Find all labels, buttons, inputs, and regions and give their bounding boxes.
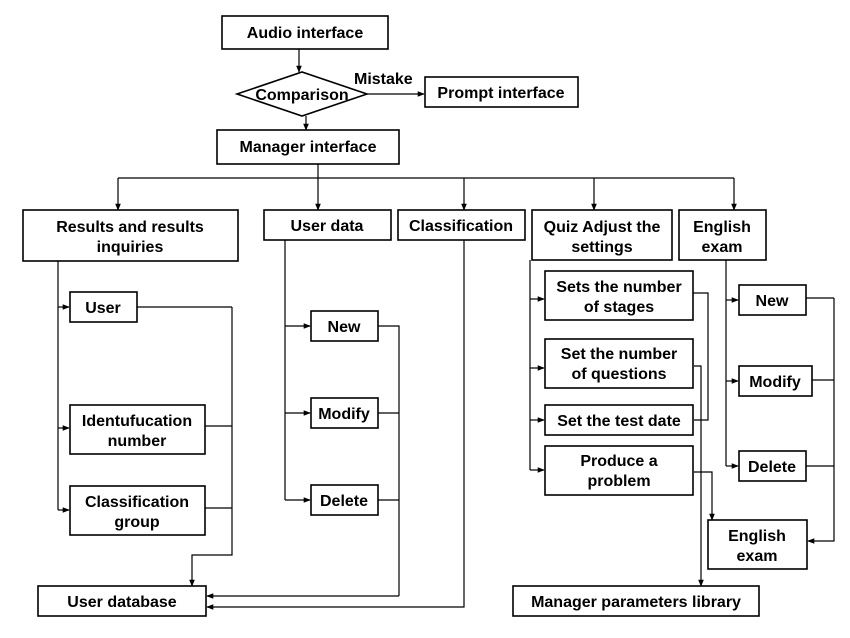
results-inquiries-label-line1: Results and results (56, 219, 204, 236)
english-exam-label-line2: exam (702, 239, 743, 256)
ex-new-box (738, 284, 807, 316)
ud-modify-label: Modify (318, 406, 370, 423)
stages-label-line1: Sets the number (556, 279, 681, 296)
produce-box (544, 445, 694, 496)
questions-label-line2: of questions (571, 366, 666, 383)
classification-box (397, 209, 526, 241)
ex-delete-box (738, 450, 807, 482)
user-data-box (263, 209, 392, 241)
class-group-label-line1: Classification (85, 494, 189, 511)
arrow-classification-to-db (206, 240, 465, 610)
ud-delete-box (310, 484, 379, 516)
nodes: Audio interface Comparison Mistake Promp… (22, 15, 813, 617)
manager-interface-box (216, 129, 400, 165)
comparison-diamond (234, 71, 370, 117)
arrow-produce-to-exam (694, 471, 715, 521)
prompt-interface-box (424, 76, 579, 108)
exam-output-label-line2: exam (737, 548, 778, 565)
mistake-label: Mistake (354, 71, 413, 88)
ex-modify-box (738, 365, 813, 397)
ud-delete-label: Delete (320, 493, 368, 510)
connectors (57, 49, 835, 610)
english-exam-label-line1: English (693, 219, 751, 236)
stages-label-line2: of stages (584, 299, 654, 316)
class-group-box (69, 485, 206, 536)
user-label: User (85, 300, 121, 317)
ex-modify-label: Modify (749, 374, 801, 391)
questions-box (544, 338, 694, 389)
manager-library-label: Manager parameters library (531, 594, 741, 611)
comparison-label: Comparison (255, 87, 348, 104)
quiz-settings-label-line1: Quiz Adjust the (544, 219, 661, 236)
arrow-english-to-exam (807, 298, 835, 544)
manager-interface-label: Manager interface (240, 139, 377, 156)
questions-label-line1: Set the number (561, 346, 677, 363)
exam-output-label-line1: English (728, 528, 786, 545)
audio-interface-box (221, 15, 389, 50)
prompt-interface-label: Prompt interface (437, 85, 564, 102)
class-group-label-line2: group (114, 514, 160, 531)
test-date-label: Set the test date (557, 413, 681, 430)
user-database-label: User database (67, 594, 176, 611)
stages-box (544, 270, 694, 321)
connector-ud-new-right (378, 325, 400, 596)
test-date-box (544, 404, 694, 436)
produce-label-line1: Produce a (580, 453, 657, 470)
user-box (69, 291, 138, 323)
classification-label: Classification (409, 218, 513, 235)
manager-library-box (512, 585, 760, 617)
id-number-label-line1: Identufucation (82, 413, 192, 430)
ud-new-box (310, 310, 379, 342)
user-database-box (37, 585, 207, 617)
ud-modify-box (310, 397, 379, 429)
ud-new-label: New (328, 319, 361, 336)
english-exam-box (678, 209, 767, 261)
audio-interface-label: Audio interface (247, 25, 364, 42)
produce-label-line2: problem (587, 473, 650, 490)
id-number-box (69, 404, 206, 455)
exam-output-box (707, 519, 808, 570)
user-data-label: User data (291, 218, 364, 235)
ex-new-label: New (756, 293, 789, 310)
results-inquiries-box (22, 209, 239, 262)
ex-delete-label: Delete (748, 459, 796, 476)
results-inquiries-label-line2: inquiries (97, 239, 164, 256)
quiz-settings-box (531, 209, 673, 261)
arrow-questions-to-library (694, 365, 704, 587)
id-number-label-line2: number (108, 433, 167, 450)
connector-results-to-db (189, 307, 233, 587)
quiz-settings-label-line2: settings (571, 239, 632, 256)
